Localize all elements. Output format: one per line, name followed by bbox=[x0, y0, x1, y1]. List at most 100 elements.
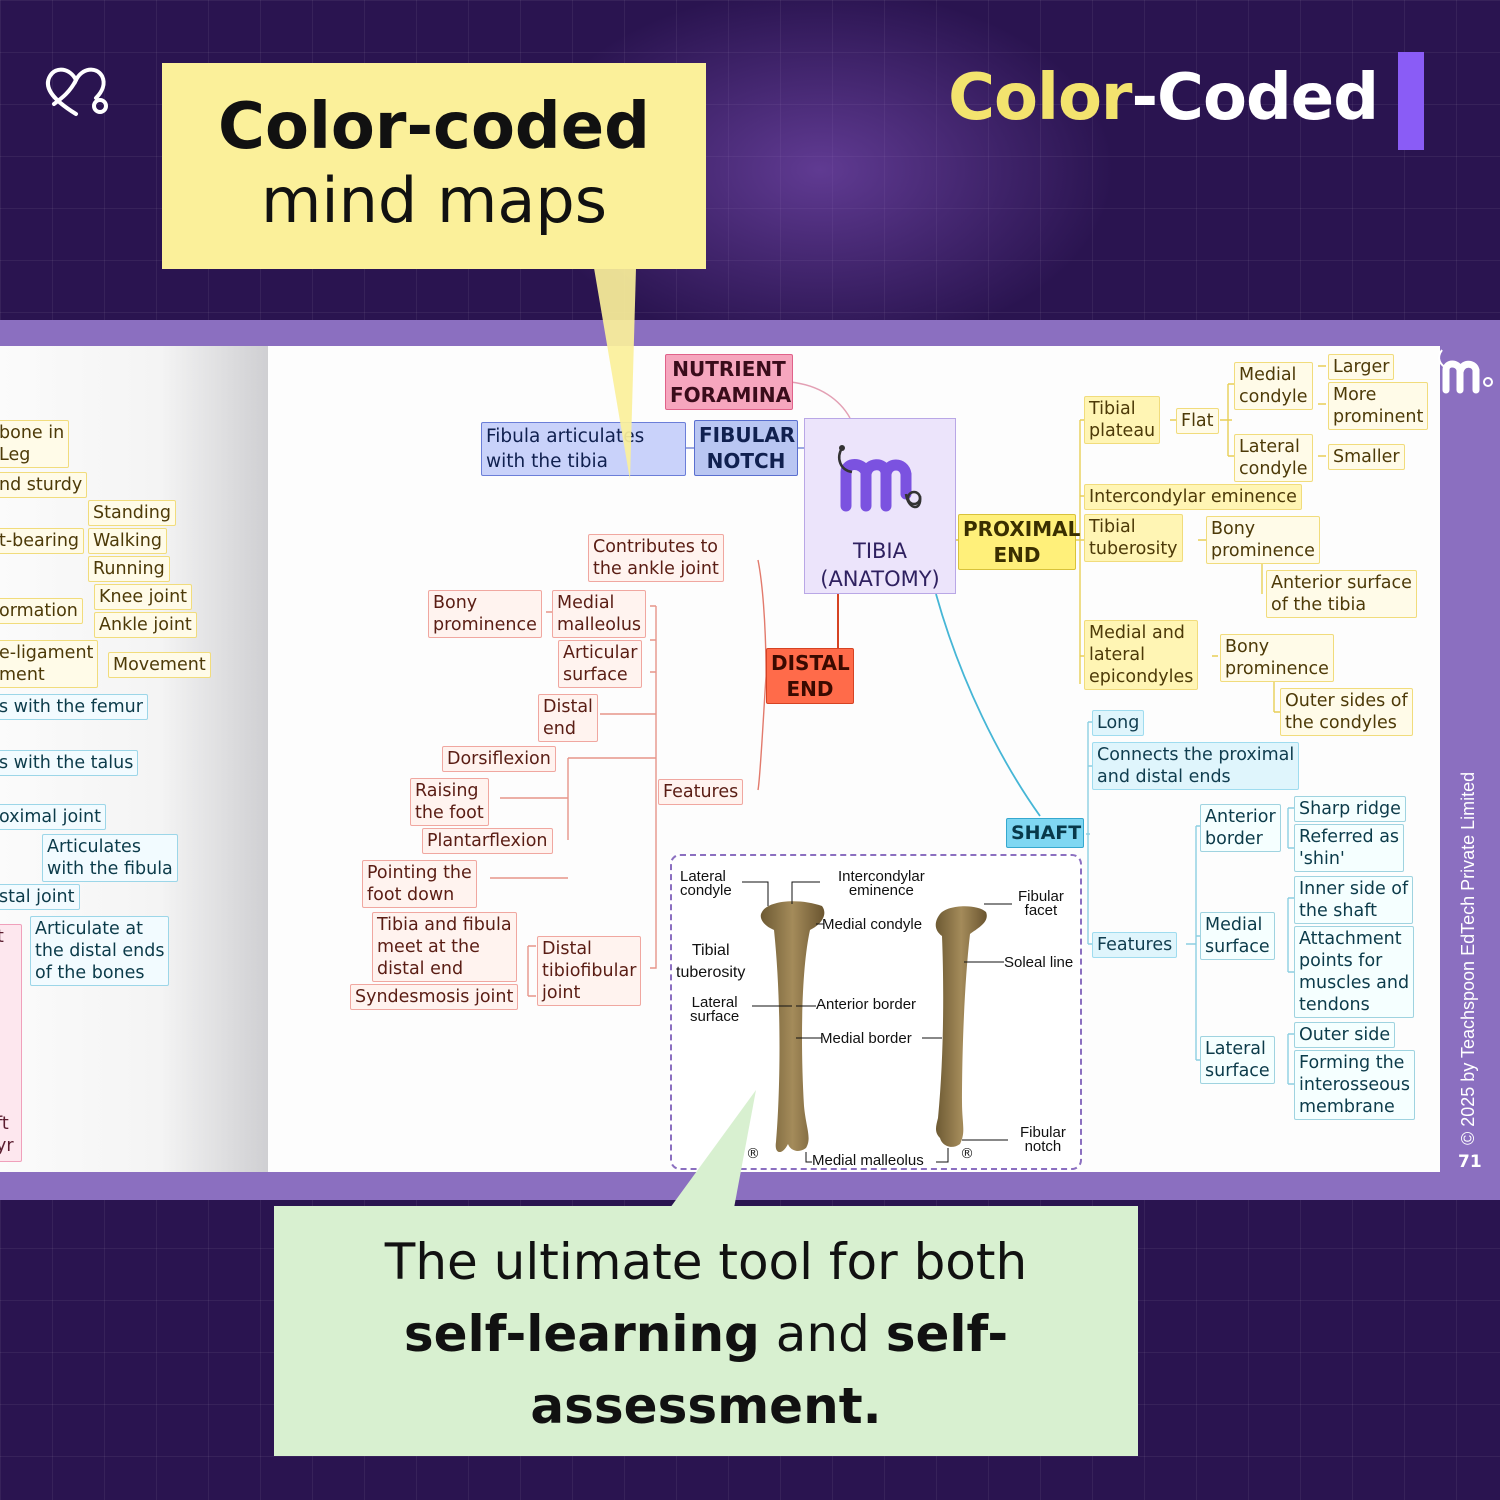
distal-tibiofibular-node: Distal tibiofibular joint bbox=[537, 936, 642, 1006]
intercondylar-node: Intercondylar eminence bbox=[1084, 484, 1302, 510]
label-medial-condyle: Medial condyle bbox=[822, 916, 923, 933]
raising-node: Raising the foot bbox=[410, 778, 489, 826]
left-node: ormation bbox=[0, 598, 83, 624]
callout-bottom-line1: The ultimate tool for both bbox=[384, 1233, 1028, 1291]
fibular-notch-node: FIBULAR NOTCH bbox=[694, 420, 798, 476]
medial-malleolus-node: Medial malleolus bbox=[552, 590, 647, 638]
flat-node: Flat bbox=[1176, 408, 1219, 434]
callout-bold-self: self- bbox=[885, 1305, 1009, 1363]
left-node: s with the femur bbox=[0, 694, 148, 720]
headline-part1: Color bbox=[948, 61, 1132, 135]
left-node: oximal joint bbox=[0, 804, 106, 830]
lateral-condyle-node: Lateral condyle bbox=[1234, 434, 1313, 482]
label-tibial-tuberosity: Tibial tuberosity bbox=[676, 942, 746, 981]
callout-top-line2: mind maps bbox=[260, 164, 608, 237]
callout-bottom-tail bbox=[670, 1090, 756, 1208]
contributes-node: Contributes to the ankle joint bbox=[588, 534, 724, 582]
fibula-articulates-node: Fibula articulates with the tibia bbox=[481, 422, 686, 476]
outer-side-node: Outer side bbox=[1294, 1022, 1396, 1048]
left-node: Ankle joint bbox=[94, 612, 197, 638]
label-medial-malleolus: Medial malleolus bbox=[812, 1152, 924, 1169]
left-node: nd sturdy bbox=[0, 472, 88, 498]
left-node-pink: t bbox=[0, 924, 22, 1162]
left-node: Articulates with the fibula bbox=[42, 834, 178, 882]
sharp-ridge-node: Sharp ridge bbox=[1294, 796, 1406, 822]
callout-top-line1: Color-coded bbox=[218, 90, 650, 164]
tibial-plateau-node: Tibial plateau bbox=[1084, 396, 1161, 444]
left-node: bone in Leg bbox=[0, 420, 70, 468]
long-node: Long bbox=[1092, 710, 1145, 736]
heart-stethoscope-logo bbox=[45, 67, 108, 116]
larger-node: Larger bbox=[1328, 354, 1395, 380]
tibial-tuberosity-node: Tibial tuberosity bbox=[1084, 514, 1183, 562]
dorsiflexion-node: Dorsiflexion bbox=[442, 746, 556, 772]
left-node: s with the talus bbox=[0, 750, 139, 776]
more-prominent-node: More prominent bbox=[1328, 382, 1429, 430]
left-node: Walking bbox=[88, 528, 167, 554]
outer-sides-node: Outer sides of the condyles bbox=[1280, 688, 1413, 736]
left-node: Articulate at the distal ends of the bon… bbox=[30, 916, 170, 986]
label-lateral-surface: Lateral surface bbox=[690, 994, 740, 1025]
registered-mark: ® bbox=[960, 1146, 974, 1162]
medial-surface-node: Medial surface bbox=[1200, 912, 1275, 960]
left-node: Knee joint bbox=[94, 584, 193, 610]
left-node: ft yr bbox=[0, 1114, 14, 1156]
registered-mark: ® bbox=[746, 1146, 760, 1162]
headline-part2: -Coded bbox=[1131, 61, 1379, 135]
label-anterior-border: Anterior border bbox=[816, 996, 917, 1013]
inner-side-node: Inner side of the shaft bbox=[1294, 876, 1414, 924]
left-node: Standing bbox=[88, 500, 176, 526]
articular-surface-node: Articular surface bbox=[558, 640, 643, 688]
copyright-text: © 2025 by Teachspoon EdTech Private Limi… bbox=[1458, 771, 1478, 1145]
left-node-text: t bbox=[0, 927, 4, 947]
medial-condyle-node: Medial condyle bbox=[1234, 362, 1313, 410]
distal-end-node: DISTAL END bbox=[766, 648, 854, 704]
smaller-node: Smaller bbox=[1328, 444, 1405, 470]
callout-mid: and bbox=[759, 1305, 886, 1363]
meet-node: Tibia and fibula meet at the distal end bbox=[372, 912, 517, 982]
bony-prominence-node: Bony prominence bbox=[1220, 634, 1334, 682]
label-intercondylar-eminence: Intercondylar eminence bbox=[838, 868, 925, 899]
brand-m-logo bbox=[1438, 349, 1493, 394]
syndesmosis-node: Syndesmosis joint bbox=[350, 984, 519, 1010]
nutrient-foramina-node: NUTRIENT FORAMINA bbox=[665, 354, 793, 410]
distal-end-small-node: Distal end bbox=[538, 694, 598, 742]
referred-node: Referred as 'shin' bbox=[1294, 824, 1405, 872]
tibia-bone-illustration bbox=[742, 881, 1012, 1163]
label-fibular-notch: Fibular notch bbox=[1020, 1124, 1066, 1155]
callout-bold-assessment: assessment. bbox=[530, 1377, 882, 1435]
left-node: Movement bbox=[108, 652, 211, 678]
label-lateral-condyle: Lateral condyle bbox=[680, 868, 732, 899]
connects-node: Connects the proximal and distal ends bbox=[1092, 742, 1300, 790]
plantarflexion-node: Plantarflexion bbox=[422, 828, 553, 854]
label-soleal-line: Soleal line bbox=[1004, 954, 1074, 971]
pointing-node: Pointing the foot down bbox=[362, 860, 477, 908]
left-node: e-ligament ment bbox=[0, 640, 99, 688]
forming-node: Forming the interosseous membrane bbox=[1294, 1050, 1416, 1120]
bony-prominence-node: Bony prominence bbox=[428, 590, 542, 638]
page-number: 71 bbox=[1458, 1152, 1482, 1172]
label-fibular-facet: Fibular facet bbox=[1018, 888, 1064, 919]
epicondyles-node: Medial and lateral epicondyles bbox=[1084, 620, 1199, 690]
distal-features-node: Features bbox=[658, 779, 744, 805]
left-node: t-bearing bbox=[0, 528, 85, 554]
page-side-strip bbox=[1440, 346, 1500, 1172]
left-node: Running bbox=[88, 556, 170, 582]
anterior-border-node: Anterior border bbox=[1200, 804, 1281, 852]
brand-m-logo bbox=[838, 445, 922, 512]
shaft-node: SHAFT bbox=[1006, 818, 1084, 848]
anterior-surface-node: Anterior surface of the tibia bbox=[1266, 570, 1417, 618]
bony-prominence-node: Bony prominence bbox=[1206, 516, 1320, 564]
headline-accent-bar bbox=[1398, 52, 1424, 150]
tibia-center-node: TIBIA (ANATOMY) bbox=[804, 418, 956, 594]
callout-bottom-line2: self-learning and self- bbox=[274, 1298, 1138, 1370]
callout-top: Color-coded mind maps bbox=[162, 63, 706, 269]
lateral-surface-node: Lateral surface bbox=[1200, 1036, 1275, 1084]
callout-bold-self-learning: self-learning bbox=[403, 1305, 760, 1363]
proximal-end-node: PROXIMAL END bbox=[958, 514, 1080, 570]
callout-top-tail bbox=[594, 268, 636, 480]
label-medial-border: Medial border bbox=[820, 1030, 912, 1047]
left-page: bone in Leg nd sturdy Standing t-bearing… bbox=[0, 346, 268, 1172]
left-node: stal joint bbox=[0, 884, 80, 910]
headline: Color-Coded bbox=[948, 60, 1379, 136]
